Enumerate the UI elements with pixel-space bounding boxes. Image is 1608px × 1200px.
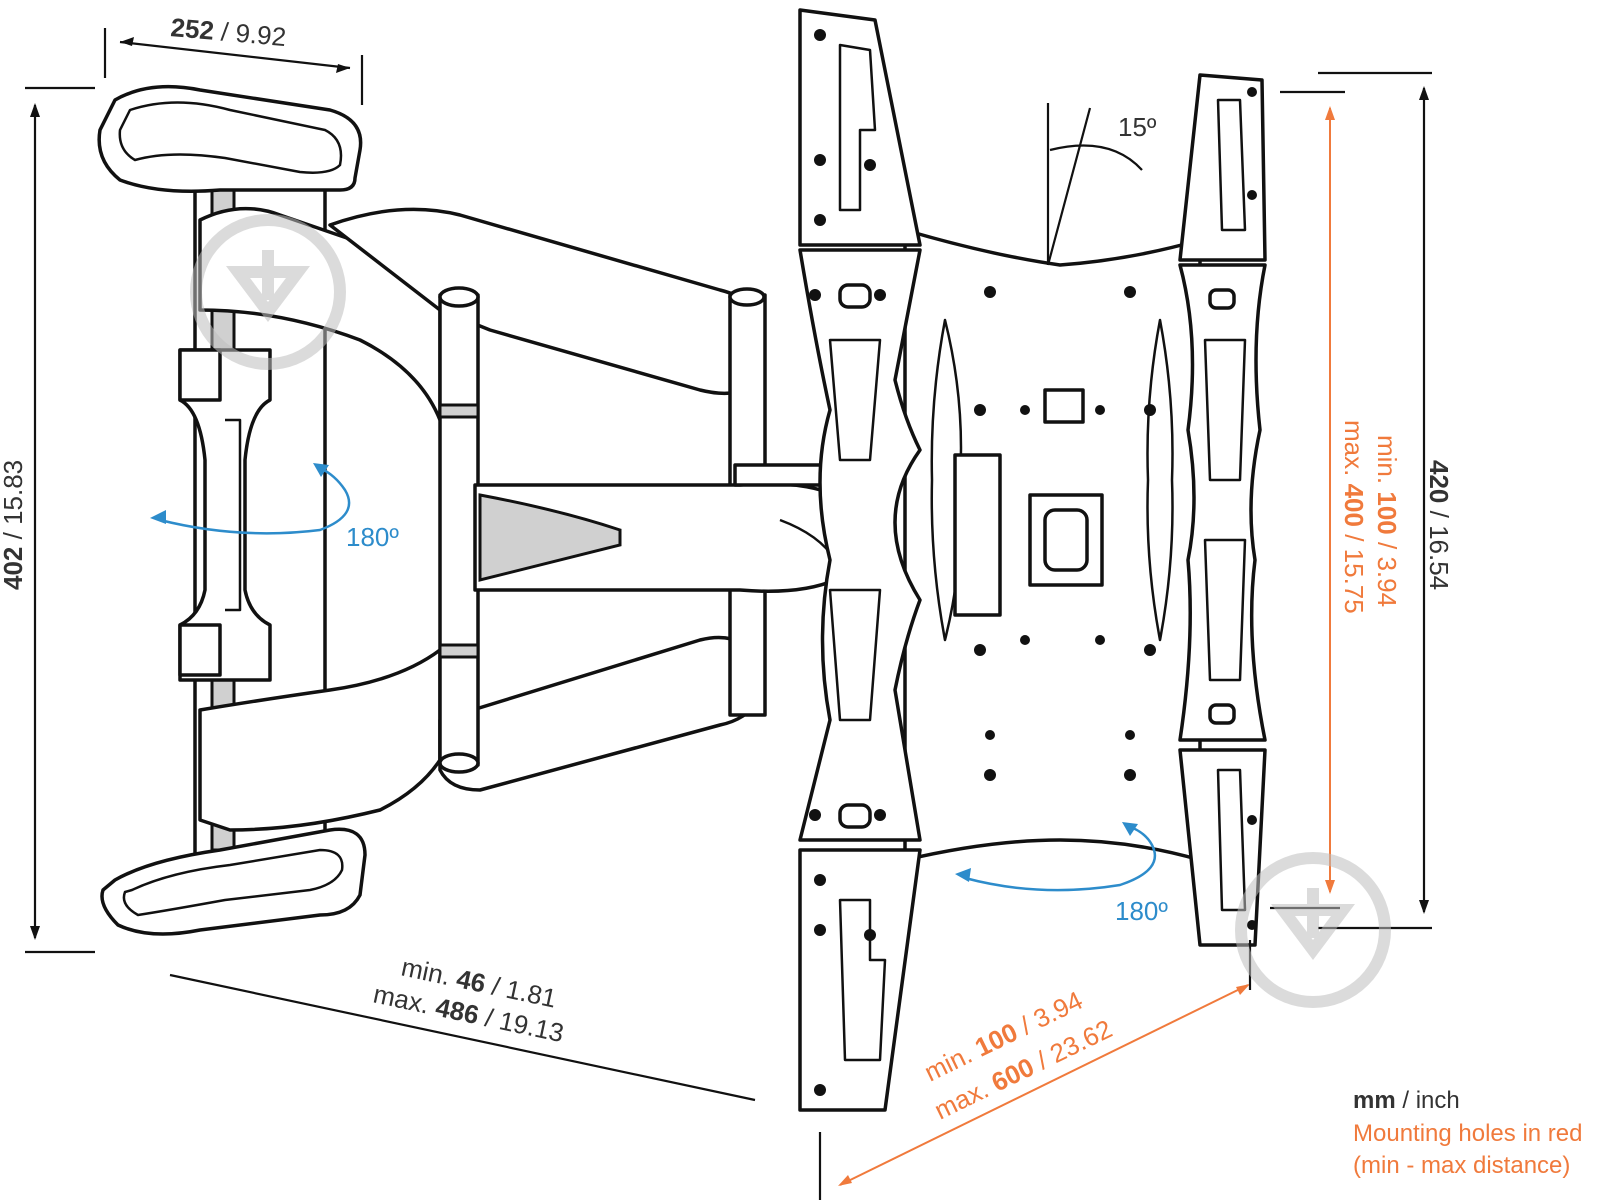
- svg-text:max. 400: max. 400 / 15.75: [1339, 420, 1369, 614]
- top-width-mm: 252: [169, 12, 215, 46]
- vesa-vertical-min-inch: 3.94: [1372, 556, 1402, 607]
- arm-swivel-label: 180º: [346, 522, 399, 552]
- vesa-vertical-max-label: max.: [1339, 420, 1369, 476]
- top-width-inch: 9.92: [234, 18, 287, 52]
- min-max-note: (min - max distance): [1353, 1152, 1570, 1179]
- svg-text:min. 100: min. 100 / 3.94: [1372, 435, 1402, 607]
- svg-text:252 / 9.92: 252 / 9.92: [169, 12, 287, 52]
- plate-swivel-label: 180º: [1115, 896, 1168, 926]
- unit-legend: mm / inch: [1353, 1087, 1460, 1114]
- vesa-vertical-max-inch: 15.75: [1339, 549, 1369, 614]
- mounting-holes-note: Mounting holes in red: [1353, 1120, 1582, 1147]
- depth-min-mm: 46: [454, 963, 489, 998]
- tilt-angle-label: 15º: [1118, 112, 1157, 142]
- unit-mm: mm: [1353, 1087, 1396, 1114]
- vesa-vertical-min-mm: 100: [1372, 491, 1402, 534]
- depth-max-inch: 19.13: [497, 1005, 567, 1048]
- watermark-download-icon: [190, 214, 1391, 1008]
- rotation-arrows: [150, 463, 1157, 892]
- right-height-inch: 16.54: [1424, 525, 1454, 590]
- svg-text:420 / 16.54: 420 / 16.54: [1424, 460, 1454, 590]
- unit-inch: / inch: [1402, 1087, 1459, 1114]
- svg-text:402 / 15.83: 402 / 15.83: [0, 460, 28, 590]
- vesa-vertical-max-mm: 400: [1339, 484, 1369, 527]
- vesa-vertical-min-label: min.: [1372, 435, 1402, 484]
- right-height-mm: 420: [1424, 460, 1454, 503]
- left-height-mm: 402: [0, 547, 28, 590]
- dimension-labels: 252 / 9.92 402 / 15.83 min. 46 / 1.81 ma…: [0, 12, 1582, 1179]
- depth-max-mm: 486: [433, 992, 482, 1030]
- vesa-horizontal-min-mm: 100: [970, 1017, 1022, 1063]
- left-height-inch: 15.83: [0, 460, 28, 525]
- tv-plate: [798, 8, 1267, 1112]
